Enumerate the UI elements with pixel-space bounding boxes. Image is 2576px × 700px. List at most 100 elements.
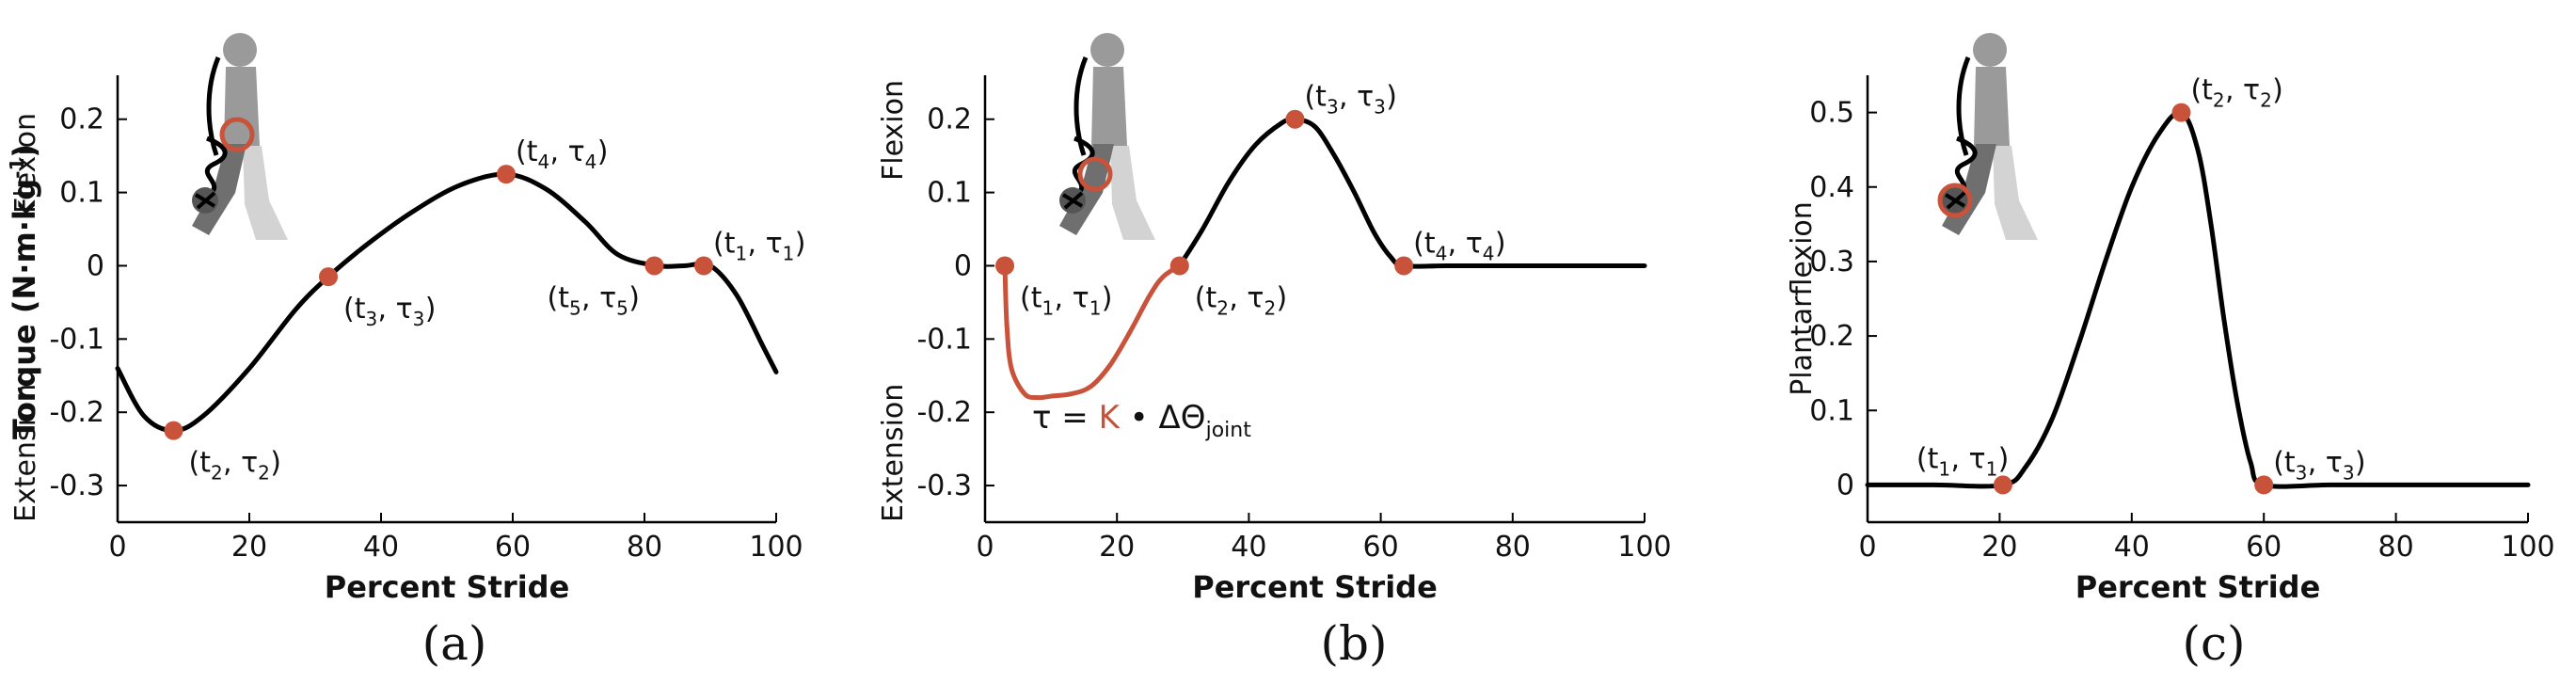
y-tick-label: -0.3 [916, 469, 972, 502]
x-tick-label: 40 [363, 531, 399, 564]
walker-torso-icon [1091, 67, 1127, 146]
y-axis-label: Plantarflexion [1786, 201, 1819, 396]
x-tick-label: 40 [2114, 531, 2150, 564]
exo-cable-icon [1072, 135, 1095, 198]
y-tick-label: -0.2 [49, 396, 104, 429]
y-axis-label-main: Torque (N·m·kg-1) [6, 144, 42, 439]
y-tick-label: 0 [87, 249, 104, 282]
x-tick-label: 100 [749, 531, 803, 564]
x-tick-label: 60 [495, 531, 531, 564]
caption-a: (a) [421, 616, 487, 671]
y-axis-label-top: Flexion [877, 80, 910, 181]
control-point [319, 267, 338, 287]
walker-back-leg-icon [243, 146, 288, 240]
control-point [497, 165, 516, 184]
y-tick-label: -0.2 [916, 396, 972, 429]
torque-profile-line [1177, 116, 1647, 269]
walker-back-leg-icon [1993, 146, 2038, 240]
highlight-joint-icon [1077, 156, 1113, 192]
control-point [1993, 475, 2012, 495]
caption-c: (c) [2182, 616, 2246, 671]
control-point [694, 256, 713, 276]
walker-figure-icon [1937, 33, 2038, 240]
walker-torso-icon [1974, 67, 2010, 146]
control-point [995, 256, 1015, 276]
y-tick-label: 0.2 [59, 103, 104, 136]
control-point [1169, 256, 1189, 276]
y-tick-label: 0.3 [1809, 246, 1854, 278]
control-point [644, 256, 664, 276]
y-tick-label: 0.4 [1809, 171, 1854, 204]
x-tick-label: 20 [1099, 531, 1135, 564]
ankle-cross-icon [1944, 191, 1966, 210]
y-tick-label: -0.1 [916, 323, 972, 356]
caption-b: (b) [1320, 616, 1388, 671]
y-axis-label-top: Flexion [9, 113, 42, 214]
control-point-label: (t1 , τ1 ) [1020, 281, 1112, 319]
control-point-label: (t2 , τ2 ) [2190, 74, 2282, 112]
control-point-label: (t2 , τ2 ) [1195, 281, 1287, 319]
y-tick-label: -0.3 [49, 469, 104, 502]
control-point [2171, 103, 2191, 122]
y-axis-label-bottom: Extension [877, 384, 910, 522]
control-point-label: (t3 , τ3 ) [2273, 446, 2365, 484]
control-point [164, 421, 183, 440]
x-tick-label: 60 [2246, 531, 2282, 564]
control-point-label: (t2 , τ2 ) [189, 447, 281, 485]
x-tick-label: 80 [1495, 531, 1531, 564]
control-point-label: (t4 , τ4 ) [1413, 227, 1505, 264]
exo-cable-icon [204, 135, 228, 198]
walker-figure-icon [192, 33, 288, 240]
x-tick-label: 60 [1363, 531, 1399, 564]
control-point-label: (t3 , τ3 ) [1304, 81, 1396, 119]
x-tick-label: 20 [1981, 531, 2017, 564]
x-tick-label: 40 [1231, 531, 1266, 564]
x-tick-label: 80 [627, 531, 662, 564]
x-tick-label: 100 [1617, 531, 1671, 564]
y-tick-label: 0.2 [927, 103, 972, 136]
x-tick-label: 0 [108, 531, 126, 564]
walker-head-icon [223, 33, 257, 67]
x-tick-label: 80 [2378, 531, 2414, 564]
control-point-label: (t1 , τ1 ) [713, 227, 805, 264]
exo-frame-icon [206, 56, 221, 156]
y-tick-label: 0.5 [1809, 97, 1854, 130]
x-axis-label: Percent Stride [2075, 569, 2321, 605]
y-tick-label: 0.1 [927, 177, 972, 210]
x-axis-label: Percent Stride [1192, 569, 1438, 605]
control-point-label: (t1 , τ1 ) [1916, 442, 2009, 480]
walker-head-icon [1090, 33, 1124, 67]
control-point-label: (t4 , τ4 ) [516, 135, 608, 173]
torque-profile-line [1865, 109, 2531, 489]
highlight-joint-icon [1937, 183, 1973, 218]
walker-back-leg-icon [1110, 146, 1155, 240]
highlight-joint-icon [219, 117, 255, 152]
control-point-label: (t5 , τ5 ) [548, 281, 640, 319]
y-tick-label: 0 [954, 249, 972, 282]
exo-frame-icon [1956, 56, 1971, 156]
control-point [1285, 109, 1305, 129]
y-tick-label: -0.1 [49, 323, 104, 356]
y-tick-label: 0.1 [59, 177, 104, 210]
x-tick-label: 0 [1858, 531, 1876, 564]
control-point [2254, 475, 2274, 495]
x-tick-label: 0 [976, 531, 994, 564]
x-tick-label: 20 [231, 531, 267, 564]
y-tick-label: 0 [1837, 469, 1854, 501]
x-axis-label: Percent Stride [325, 569, 570, 605]
control-point [1394, 256, 1414, 276]
control-point-label: (t3 , τ3 ) [343, 293, 436, 330]
y-tick-label: 0.2 [1809, 320, 1854, 353]
walker-head-icon [1973, 33, 2007, 67]
stiffness-equation: τ = K • ΔΘjoint [1032, 399, 1251, 442]
ankle-cross-icon [1061, 191, 1084, 210]
exo-frame-icon [1073, 56, 1089, 156]
walker-figure-icon [1059, 33, 1155, 240]
ankle-cross-icon [194, 191, 216, 210]
y-tick-label: 0.1 [1809, 394, 1854, 427]
stiffness-torque-line [1002, 263, 1183, 401]
